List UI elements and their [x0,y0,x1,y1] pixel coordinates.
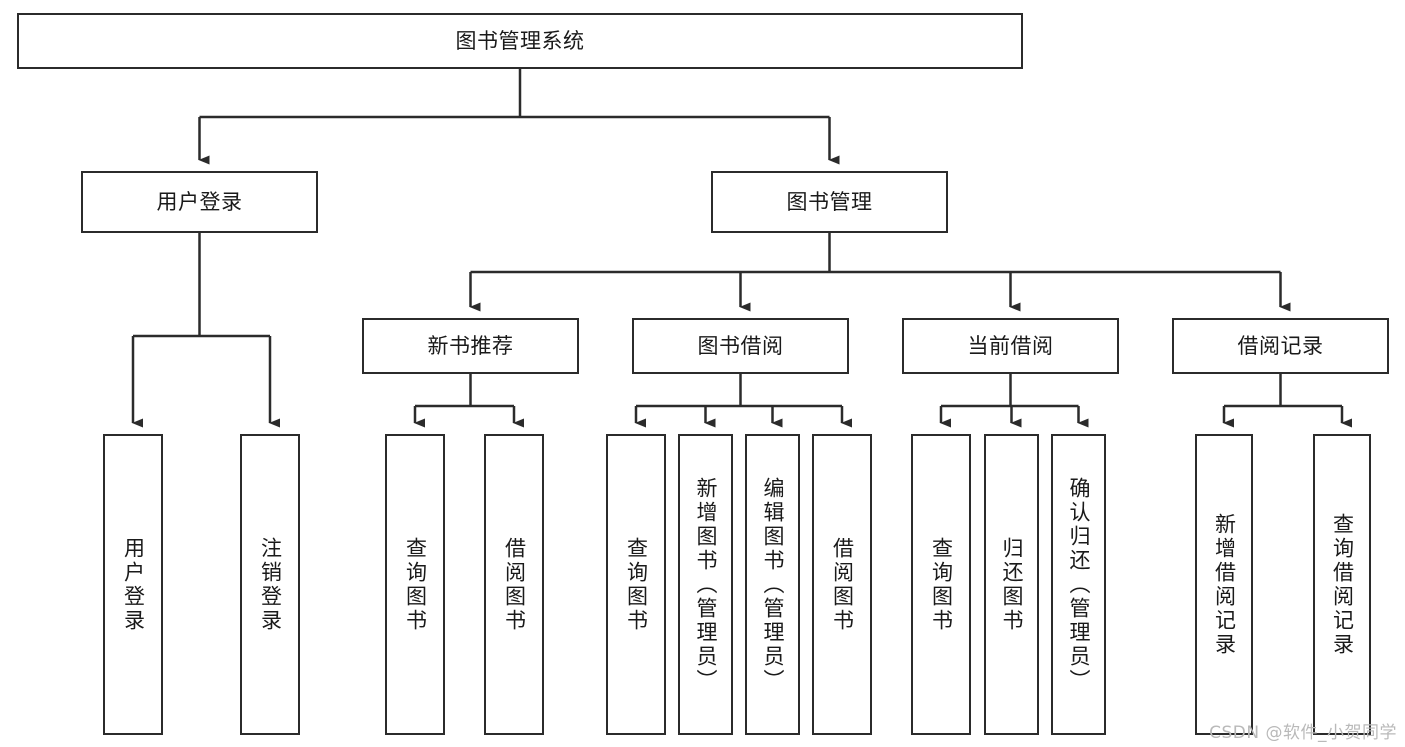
node-leaf-borrow-book-1-label: 借阅图书 [502,536,527,633]
node-leaf-edit-book-label: 编辑图书（管理员） [761,476,785,693]
node-book-borrow[interactable]: 图书借阅 [632,318,849,374]
node-leaf-user-login[interactable]: 用户登录 [103,434,163,735]
node-leaf-add-book[interactable]: 新增图书（管理员） [678,434,733,735]
node-leaf-return-book[interactable]: 归还图书 [984,434,1039,735]
node-leaf-return-book-label: 归还图书 [1000,536,1024,633]
node-leaf-confirm-return[interactable]: 确认归还（管理员） [1051,434,1106,735]
node-leaf-add-borrow-record-label: 新增借阅记录 [1212,512,1237,657]
node-leaf-query-book-2[interactable]: 查询图书 [606,434,666,735]
node-leaf-query-book-1[interactable]: 查询图书 [385,434,445,735]
node-root[interactable]: 图书管理系统 [17,13,1023,69]
node-new-book-recommend[interactable]: 新书推荐 [362,318,579,374]
node-leaf-edit-book[interactable]: 编辑图书（管理员） [745,434,800,735]
node-user-login-label: 用户登录 [156,189,243,214]
node-user-login[interactable]: 用户登录 [81,171,318,233]
node-leaf-query-book-3[interactable]: 查询图书 [911,434,971,735]
node-book-manage-label: 图书管理 [786,189,873,214]
node-current-borrow[interactable]: 当前借阅 [902,318,1119,374]
node-leaf-query-book-3-label: 查询图书 [929,536,954,633]
node-current-borrow-label: 当前借阅 [967,333,1054,358]
node-new-book-recommend-label: 新书推荐 [427,333,514,358]
node-book-borrow-label: 图书借阅 [697,333,784,358]
node-leaf-user-logout[interactable]: 注销登录 [240,434,300,735]
node-leaf-add-borrow-record[interactable]: 新增借阅记录 [1195,434,1253,735]
node-leaf-user-login-label: 用户登录 [121,536,146,633]
node-leaf-borrow-book-2-label: 借阅图书 [830,536,855,633]
watermark: CSDN @软件_小贺同学 [1209,723,1397,743]
node-book-manage[interactable]: 图书管理 [711,171,948,233]
node-leaf-query-borrow-record[interactable]: 查询借阅记录 [1313,434,1371,735]
node-leaf-query-book-2-label: 查询图书 [624,536,649,633]
node-leaf-borrow-book-2[interactable]: 借阅图书 [812,434,872,735]
node-leaf-query-borrow-record-label: 查询借阅记录 [1330,512,1355,657]
node-leaf-confirm-return-label: 确认归还（管理员） [1067,476,1091,693]
node-borrow-record[interactable]: 借阅记录 [1172,318,1389,374]
node-leaf-user-logout-label: 注销登录 [258,536,283,633]
node-leaf-borrow-book-1[interactable]: 借阅图书 [484,434,544,735]
node-leaf-query-book-1-label: 查询图书 [403,536,428,633]
node-leaf-add-book-label: 新增图书（管理员） [694,476,718,693]
node-root-label: 图书管理系统 [455,28,585,53]
node-borrow-record-label: 借阅记录 [1237,333,1324,358]
